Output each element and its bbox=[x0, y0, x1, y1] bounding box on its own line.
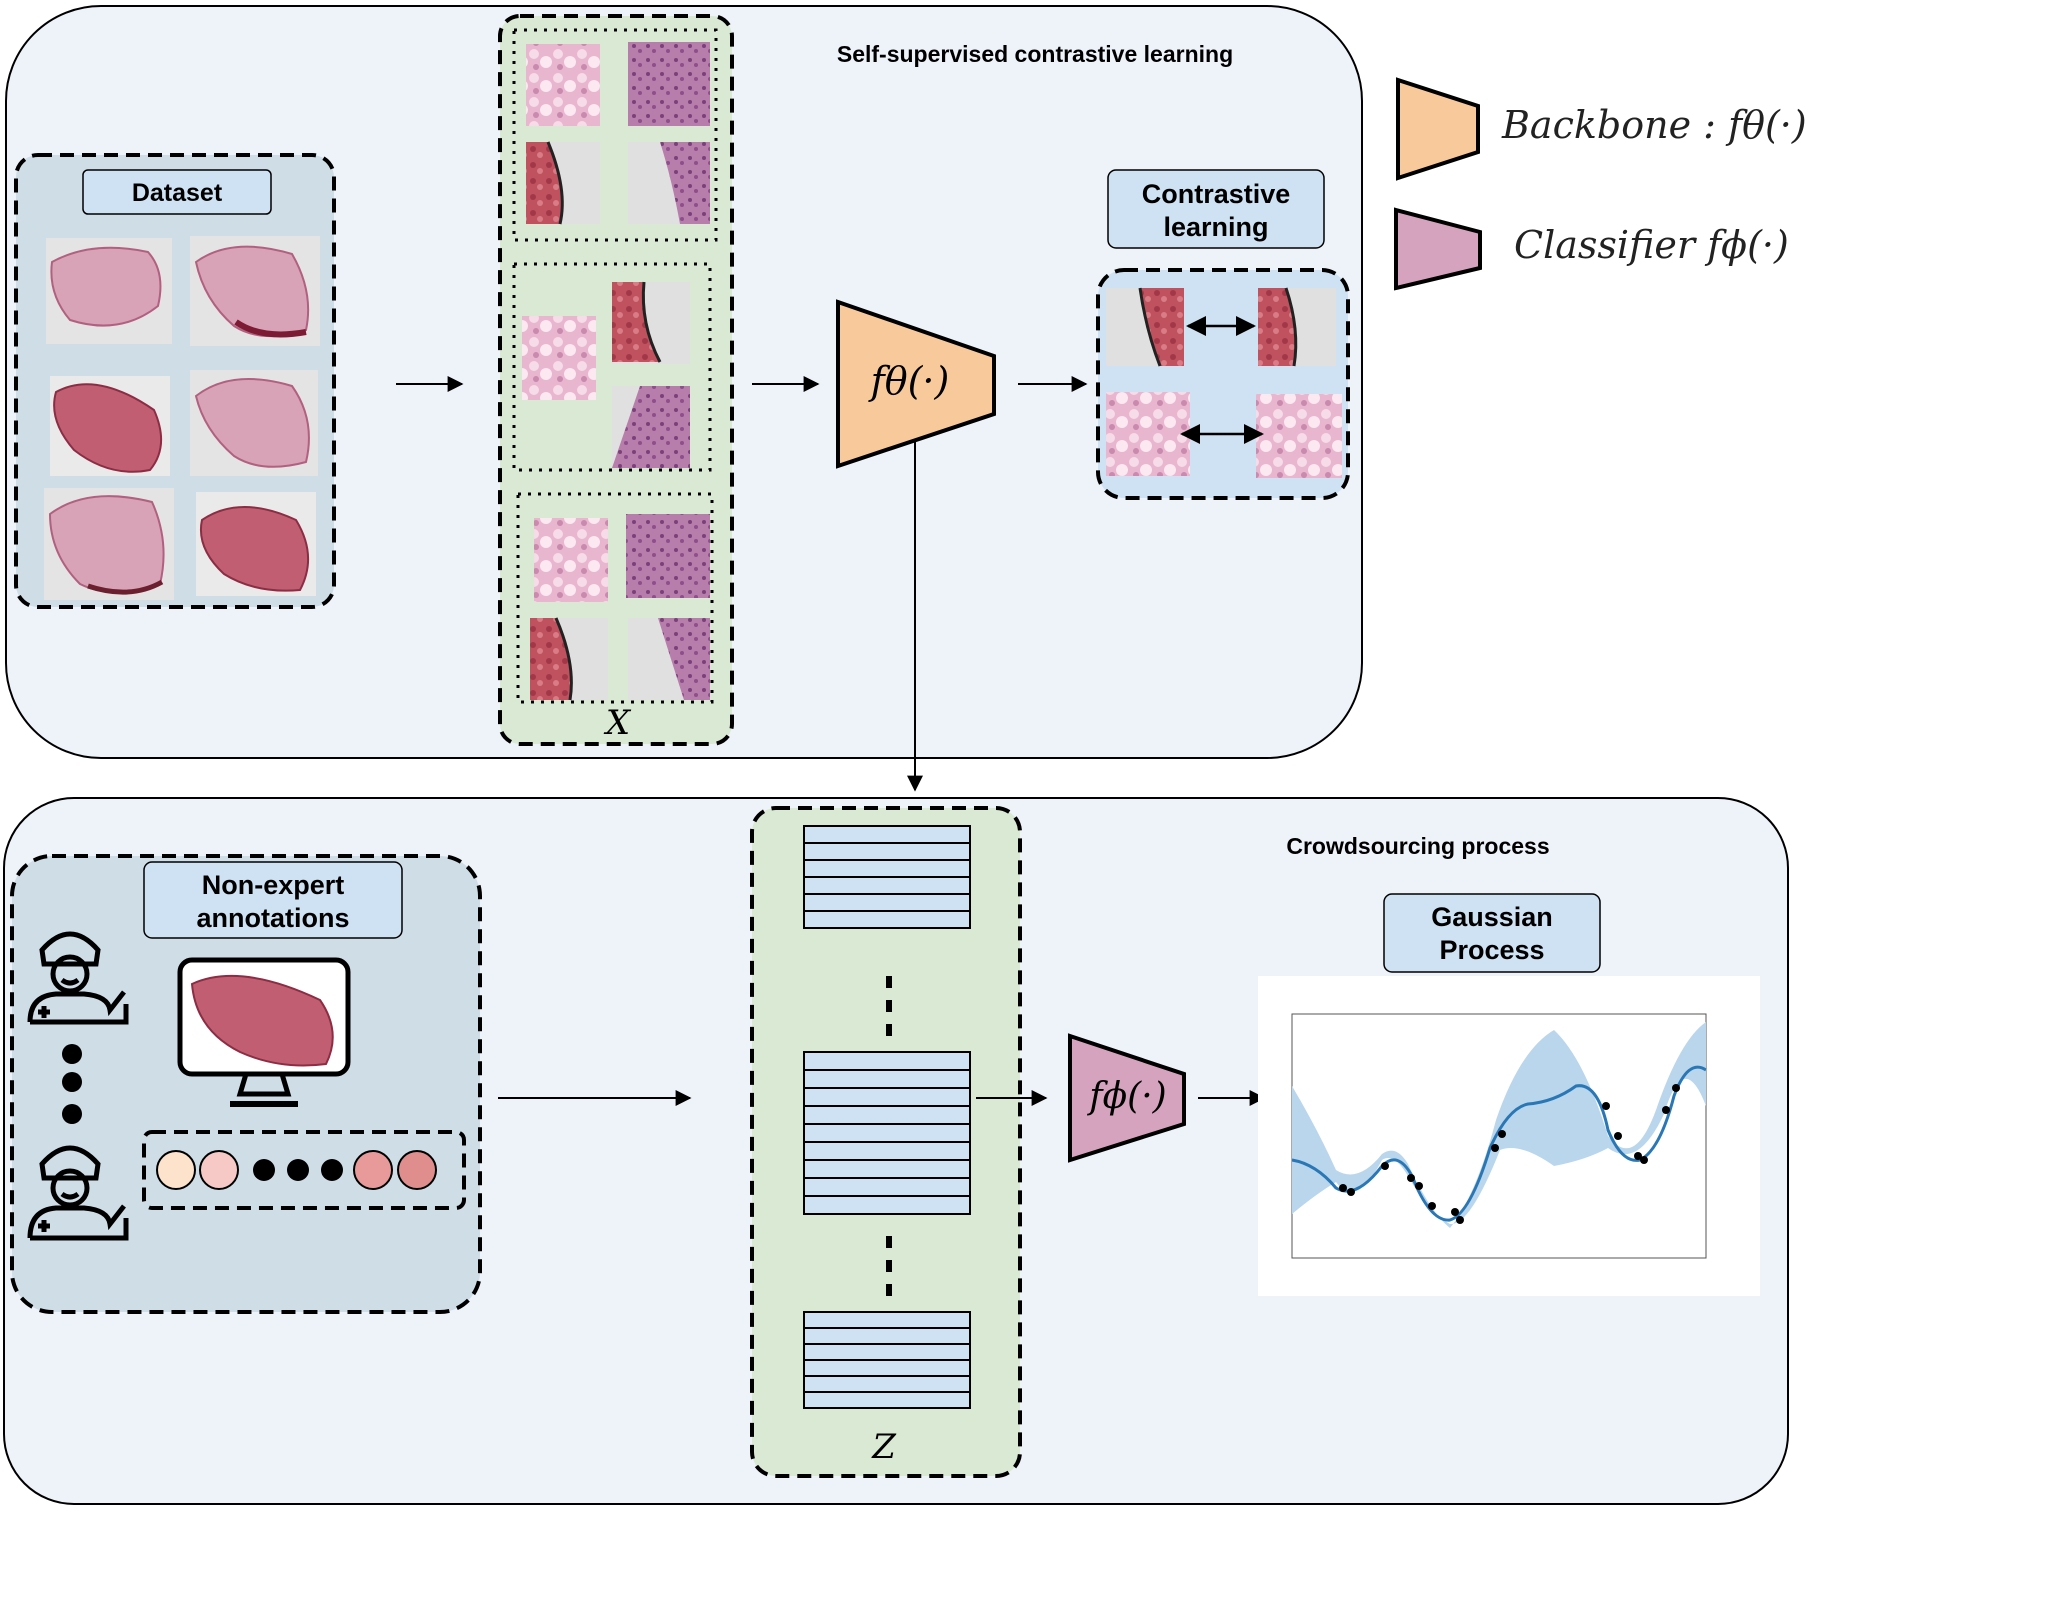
ellipsis-dot bbox=[287, 1159, 309, 1181]
embedding-row bbox=[803, 842, 971, 861]
backbone-encoder: fθ(·) bbox=[836, 299, 996, 469]
embedding-row bbox=[803, 1087, 971, 1107]
backbone-symbol: fθ(·) bbox=[868, 359, 950, 403]
gp-observations bbox=[1339, 1084, 1680, 1224]
embedding-row bbox=[803, 1069, 971, 1089]
embedding-row bbox=[803, 1105, 971, 1125]
upper-panel-title: Self-supervised contrastive learning bbox=[837, 41, 1233, 67]
embedding-row bbox=[803, 1159, 971, 1179]
dataset-box: Dataset bbox=[14, 153, 336, 609]
ellipsis-dot bbox=[62, 1104, 82, 1124]
upper-panel: Self-supervised contrastive learning Dat… bbox=[5, 5, 1363, 759]
dataset-label: Dataset bbox=[132, 179, 223, 207]
embedding-row bbox=[803, 1391, 971, 1409]
legend-classifier-text: Classifier fϕ(·) bbox=[1514, 223, 1789, 267]
tissue-slide-icon bbox=[46, 238, 172, 344]
gp-confidence-band bbox=[1292, 1022, 1706, 1228]
patch-image bbox=[526, 44, 600, 126]
annotation-label-dot bbox=[353, 1150, 393, 1190]
embedding-row bbox=[803, 1141, 971, 1161]
lower-panel: Crowdsourcing process Non-expert annotat… bbox=[3, 797, 1789, 1505]
tissue-slide-icon bbox=[50, 376, 170, 476]
embedding-block bbox=[803, 1051, 971, 1215]
classifier-symbol: fϕ(·) bbox=[1086, 1076, 1166, 1117]
classifier-head: fϕ(·) bbox=[1068, 1033, 1186, 1163]
lower-panel-title: Crowdsourcing process bbox=[1286, 833, 1549, 859]
embedding-row bbox=[803, 1195, 971, 1215]
augmented-batch-box: X bbox=[498, 14, 734, 746]
vertical-ellipsis bbox=[886, 1236, 892, 1296]
annotator-icon bbox=[27, 1145, 129, 1241]
svg-text:Contrastive: Contrastive bbox=[1142, 179, 1291, 209]
embedding-row bbox=[803, 893, 971, 912]
annotations-box: Non-expert annotations bbox=[10, 854, 482, 1314]
gaussian-process-label: Gaussian Process bbox=[1383, 893, 1601, 973]
svg-text:learning: learning bbox=[1163, 212, 1268, 242]
ellipsis-dot bbox=[62, 1044, 82, 1064]
patch-image bbox=[628, 42, 710, 126]
annotation-label-dot bbox=[199, 1150, 239, 1190]
contrastive-pairs-box bbox=[1096, 268, 1350, 500]
tissue-slide-icon bbox=[44, 488, 174, 600]
classifier-legend-icon bbox=[1394, 207, 1482, 291]
embedding-row bbox=[803, 1123, 971, 1143]
embedding-block bbox=[803, 1311, 971, 1409]
embedding-row bbox=[803, 1375, 971, 1393]
svg-text:Non-expert: Non-expert bbox=[202, 870, 345, 900]
ellipsis-dot bbox=[321, 1159, 343, 1181]
ellipsis-dot bbox=[253, 1159, 275, 1181]
patch-image bbox=[534, 518, 608, 602]
embedding-row bbox=[803, 859, 971, 878]
embedding-symbol: Z bbox=[871, 1427, 897, 1467]
svg-text:Gaussian: Gaussian bbox=[1431, 902, 1553, 932]
embedding-row bbox=[803, 876, 971, 895]
embedding-row bbox=[803, 1359, 971, 1377]
svg-text:annotations: annotations bbox=[197, 903, 350, 933]
legend: Backbone : fθ(·) Classifier fϕ(·) bbox=[1394, 77, 1807, 291]
tissue-slide-icon bbox=[190, 370, 318, 476]
annotation-strip bbox=[142, 1130, 466, 1210]
embedding-row bbox=[803, 1311, 971, 1329]
monitor-icon bbox=[177, 957, 351, 1107]
embedding-block bbox=[803, 825, 971, 929]
annotation-label-dot bbox=[156, 1150, 196, 1190]
tissue-slide-icon bbox=[190, 236, 320, 346]
patch-image bbox=[522, 316, 596, 400]
annotator-icon bbox=[27, 931, 129, 1025]
embedding-row bbox=[803, 1343, 971, 1361]
gaussian-process-plot bbox=[1258, 976, 1760, 1296]
annotation-label-dot bbox=[397, 1150, 437, 1190]
batch-symbol: X bbox=[603, 703, 632, 743]
embeddings-box: Z bbox=[750, 806, 1022, 1478]
tissue-slide-icon bbox=[196, 492, 316, 596]
embedding-row bbox=[803, 1051, 971, 1071]
patch-image bbox=[626, 514, 710, 598]
vertical-ellipsis bbox=[886, 976, 892, 1036]
contrastive-learning-label: Contrastive learning bbox=[1107, 169, 1325, 249]
embedding-row bbox=[803, 1327, 971, 1345]
embedding-row bbox=[803, 1177, 971, 1197]
backbone-legend-icon bbox=[1396, 77, 1480, 181]
embedding-row bbox=[803, 825, 971, 844]
ellipsis-dot bbox=[62, 1072, 82, 1092]
embedding-row bbox=[803, 910, 971, 929]
svg-text:Process: Process bbox=[1439, 935, 1544, 965]
legend-backbone-text: Backbone : fθ(·) bbox=[1501, 103, 1807, 147]
